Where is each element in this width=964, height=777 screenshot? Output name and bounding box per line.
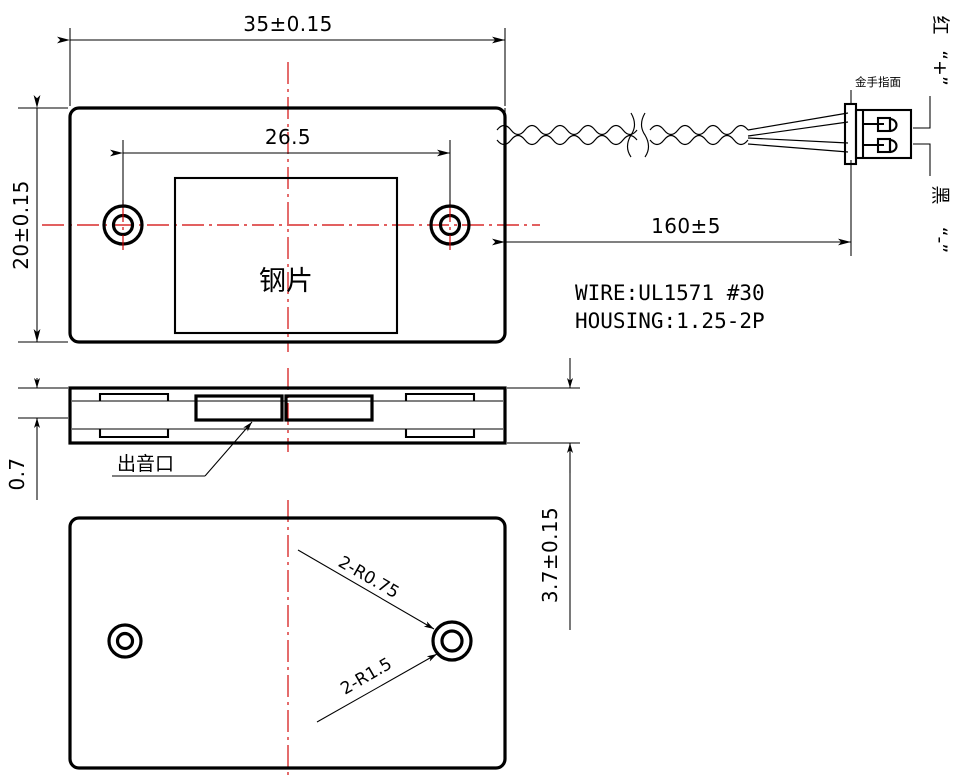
polarity-brackets: [913, 96, 931, 176]
bottom-view: [68, 516, 507, 770]
note-housing: HOUSING:1.25-2P: [575, 309, 765, 333]
wire-assembly: [496, 112, 849, 158]
side-body-outline: [68, 386, 507, 445]
sound-outlet-label: 出音口: [117, 453, 174, 475]
wire-break-symbol: [626, 112, 650, 158]
dim-overall-height-text: 20±0.15: [9, 180, 33, 270]
callout-r15: 2-R1.5: [316, 653, 438, 723]
dim-hole-pitch-text: 26.5: [265, 125, 311, 149]
pin-2-polarity-label: “-”: [929, 227, 951, 254]
bottom-body-outline: [68, 516, 507, 770]
wire-fanout: [747, 112, 849, 153]
dim-plate-thickness-text: 0.7: [5, 457, 29, 490]
side-notch-bottom-left: [98, 429, 170, 439]
dim-plate-thickness: 0.7: [5, 378, 68, 500]
dim-wire-length: 160±5: [492, 108, 852, 256]
dim-body-thickness-text: 3.7±0.15: [538, 507, 562, 603]
steel-plate-rect: [173, 176, 399, 335]
bottom-hole-right: [431, 620, 473, 662]
note-wire: WIRE:UL1571 #30: [575, 281, 765, 305]
bottom-hole-left: [107, 623, 143, 659]
steel-plate-label: 钢片: [259, 266, 313, 297]
pin-2-color-label: 黑: [929, 185, 951, 204]
dim-overall-width-text: 35±0.15: [243, 12, 333, 36]
sound-outlet-right-box: [284, 394, 374, 422]
pin-1-color-label: 红: [929, 15, 951, 34]
side-notch-top-left: [98, 392, 170, 401]
centerlines: [42, 62, 540, 777]
side-notch-bottom-right: [404, 429, 476, 439]
side-view: [68, 386, 507, 445]
connector-shell: [854, 108, 913, 160]
gold-finger-label: 金手指面: [855, 75, 901, 89]
dim-overall-width: 35±0.15: [57, 12, 506, 106]
sound-outlet-leader: [112, 421, 253, 477]
dim-hole-pitch: 26.5: [110, 125, 451, 208]
connector-housing: [843, 102, 913, 166]
sound-outlet-left-box: [194, 394, 284, 422]
twisted-wire-right: [649, 124, 749, 146]
dim-wire-length-text: 160±5: [651, 214, 721, 238]
callout-r075: 2-R0.75: [297, 549, 435, 630]
side-notch-top-right: [404, 392, 476, 401]
dim-overall-height: 20±0.15: [9, 95, 68, 343]
callout-r15-text: 2-R1.5: [337, 654, 395, 699]
twisted-wire-left: [496, 124, 638, 146]
pin-1-polarity-label: “+”: [929, 50, 951, 86]
dim-body-thickness: 3.7±0.15: [507, 358, 580, 630]
